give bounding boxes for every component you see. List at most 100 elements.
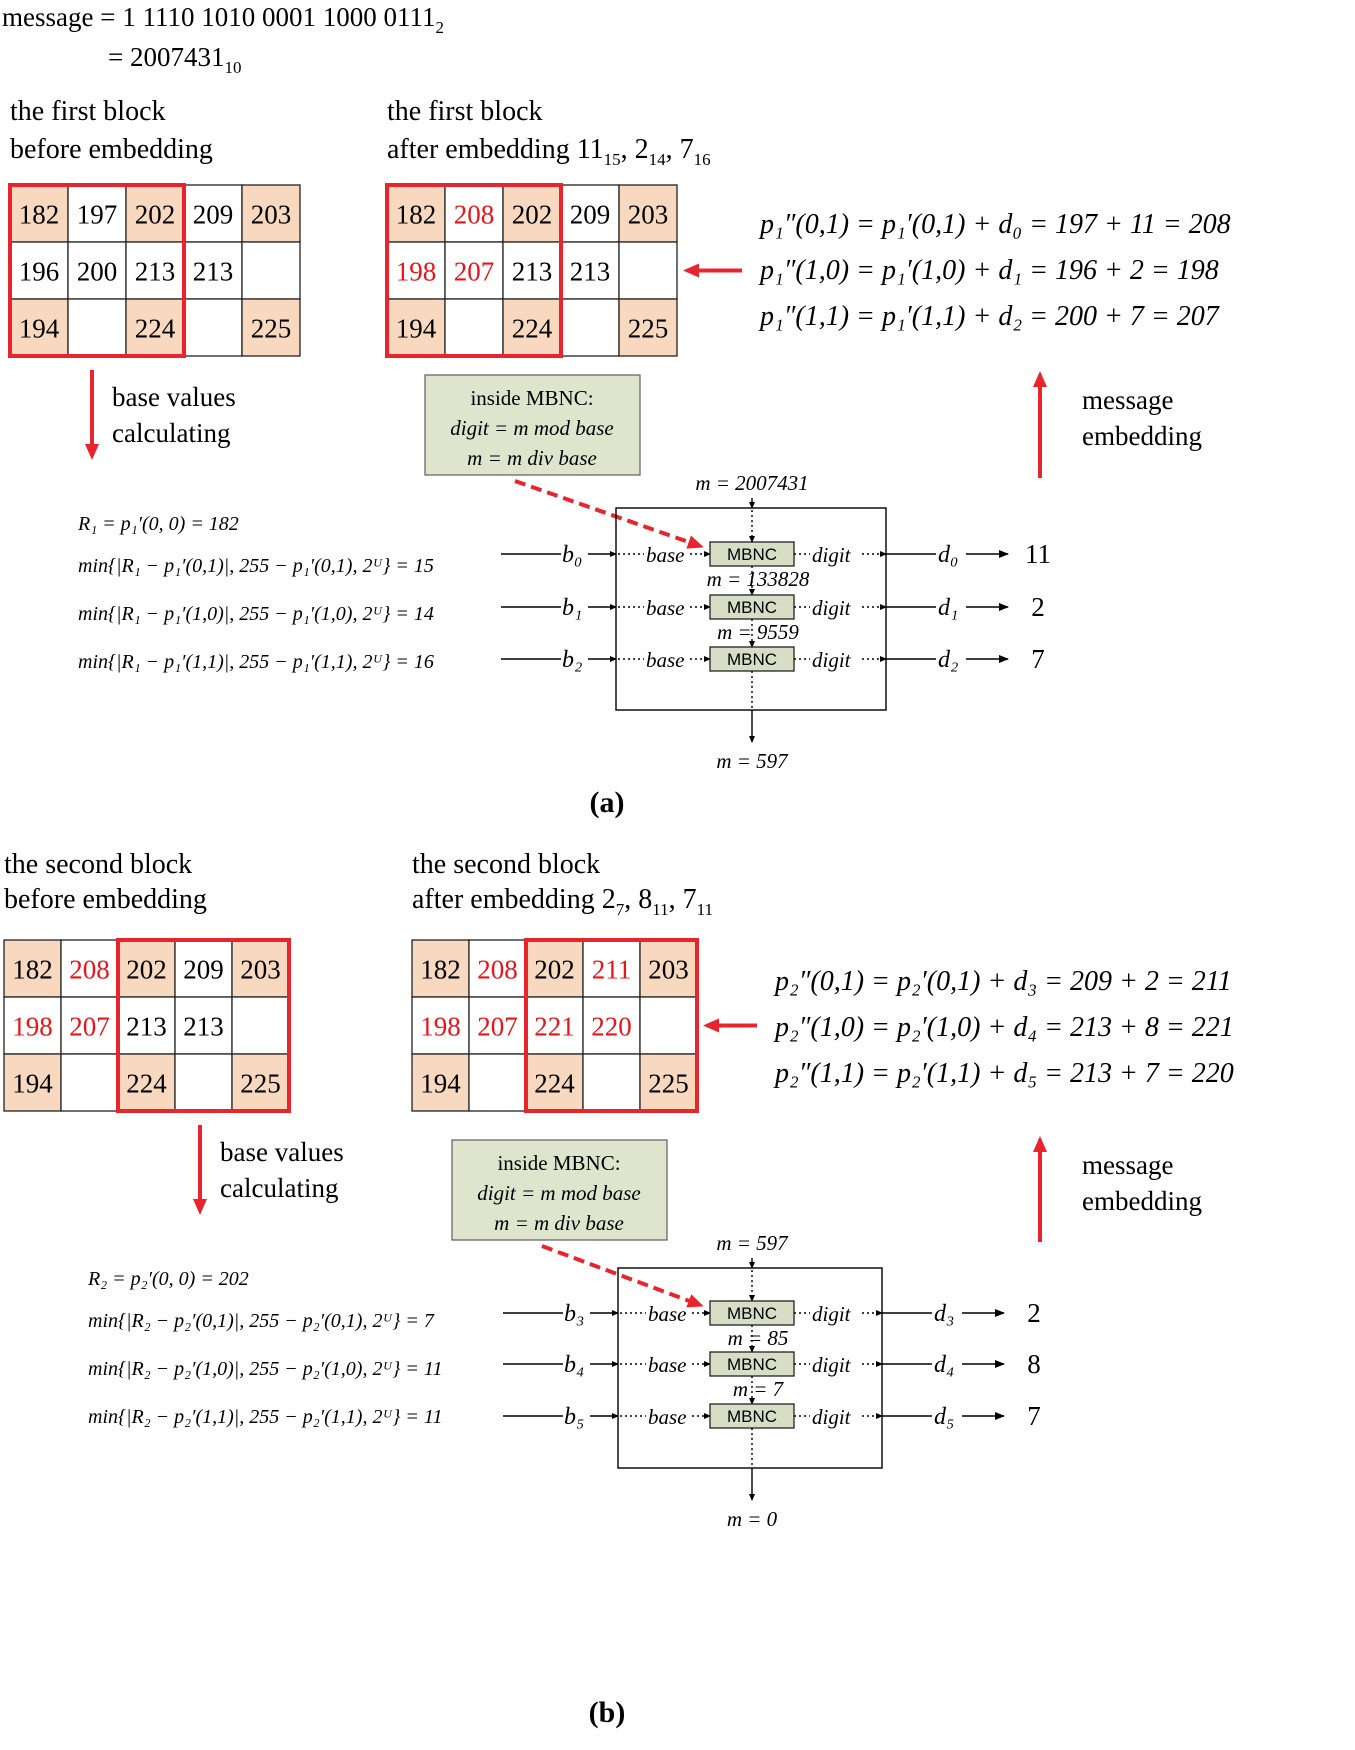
m-intermediate-label: m = 7 <box>733 1377 785 1401</box>
message-label: message <box>2 2 93 32</box>
grid-cell-value: 198 <box>12 1012 53 1042</box>
grid-cell-value: 182 <box>19 200 60 230</box>
grid-cell-value: 194 <box>12 1069 53 1099</box>
grid-cell-value: 202 <box>135 200 176 230</box>
grid-cell-value: 203 <box>648 955 689 985</box>
grid-cell <box>118 940 175 997</box>
caption-paren: ( <box>589 1696 599 1729</box>
base-label: base <box>646 648 685 672</box>
panel-caption: (a) <box>590 786 625 819</box>
caption-letter: b <box>599 1696 616 1729</box>
digit-output-value: 2 <box>1027 1298 1041 1328</box>
grid-cell <box>503 185 561 242</box>
message-embedding-label: message <box>1082 1150 1173 1180</box>
grid-cell-value: 208 <box>477 955 518 985</box>
base-calc-label: base values <box>112 382 236 412</box>
grid-cell <box>469 940 526 997</box>
grid-cell-value: 221 <box>534 1012 575 1042</box>
after-block-title: the first block <box>387 96 543 127</box>
embedded-digit-base: 7 <box>616 900 625 919</box>
embedding-equation: p₁″(0,1) = p₁′(0,1) + d₀ = 197 + 11 = 20… <box>758 209 1231 240</box>
embedded-digit-base: 15 <box>604 150 621 169</box>
base-label: base <box>648 1353 687 1377</box>
grid-cell <box>61 940 118 997</box>
grid-cell <box>242 242 300 299</box>
grid-cell <box>583 997 640 1054</box>
digit-output-value: 7 <box>1031 644 1045 674</box>
embedding-equation: p₁″(1,0) = p₁′(1,0) + d₁ = 196 + 2 = 198 <box>758 255 1219 286</box>
caption-paren: ) <box>615 1696 625 1729</box>
grid-cell <box>412 940 469 997</box>
message-bits: 1 1110 1010 0001 1000 0111 <box>122 2 435 32</box>
grid-cell-value: 202 <box>534 955 575 985</box>
grid-cell <box>184 185 242 242</box>
grid-cell <box>640 940 697 997</box>
grid-cell-value: 194 <box>19 314 60 344</box>
grid-cell <box>445 299 503 356</box>
m-output-label: m = 597 <box>716 749 789 773</box>
inside-mbnc-note <box>451 1139 668 1241</box>
grid-cell <box>619 185 677 242</box>
inside-mbnc-pointer <box>541 1244 704 1308</box>
grid-cell <box>619 242 677 299</box>
digit-label: digit <box>812 543 852 567</box>
embedded-digit: 11 <box>577 134 604 165</box>
grid-cell-value: 213 <box>512 257 553 287</box>
grid-cell <box>583 1054 640 1111</box>
embedded-digit-base: 11 <box>697 900 713 919</box>
after-block-highlight <box>385 183 563 358</box>
grid-cell <box>387 242 445 299</box>
grid-cell <box>118 1054 175 1111</box>
mbnc-label: MBNC <box>727 1304 777 1323</box>
embedded-digit: 2 <box>602 884 616 915</box>
message-bits-base: 2 <box>435 18 444 37</box>
m-input-label: m = 597 <box>716 1231 789 1255</box>
grid-cell <box>184 242 242 299</box>
mbnc-label: MBNC <box>727 598 777 617</box>
grid-cell <box>526 997 583 1054</box>
grid-cell <box>232 940 289 997</box>
grid-cell <box>640 1054 697 1111</box>
after-block-highlight <box>524 938 699 1113</box>
grid-cell <box>503 242 561 299</box>
grid-cell <box>126 299 184 356</box>
inside-mbnc-m-rule: m = m div base <box>494 1211 624 1235</box>
grid-cell-border <box>618 298 678 357</box>
grid-cell-value: 207 <box>69 1012 110 1042</box>
after-block-subtitle: after embedding 27, 811, 711 <box>412 884 713 919</box>
grid-cell-value: 207 <box>477 1012 518 1042</box>
base-value-equation: min{|R₁ − p₁′(1,0)|, 255 − p₁′(1,0), 2ᵁ}… <box>78 603 434 625</box>
grid-cell <box>4 1054 61 1111</box>
digit-separator: , <box>669 884 683 915</box>
base-calc-label: base values <box>220 1137 344 1167</box>
grid-cell <box>561 185 619 242</box>
message-decimal-base: 10 <box>224 58 241 77</box>
grid-cell <box>387 185 445 242</box>
grid-cell-value: 200 <box>77 257 118 287</box>
grid-cell <box>10 299 68 356</box>
m-output-label: m = 0 <box>727 1507 778 1531</box>
grid-cell-value: 224 <box>512 314 553 344</box>
grid-cell <box>118 997 175 1054</box>
mbnc-label: MBNC <box>727 1407 777 1426</box>
message-decimal: 2007431 <box>130 42 225 72</box>
grid-cell <box>526 1054 583 1111</box>
embedded-digit: 2 <box>635 134 649 165</box>
base-label: base <box>646 543 685 567</box>
svg-text:message = 1 1110 1010 0001 100: message = 1 1110 1010 0001 1000 01112 <box>2 2 444 37</box>
after-embedding-label: after embedding <box>387 134 577 165</box>
grid-cell <box>640 997 697 1054</box>
grid-cell-value: 196 <box>19 257 60 287</box>
grid-cell-value: 203 <box>628 200 669 230</box>
grid-cell <box>10 242 68 299</box>
grid-cell-value: 182 <box>420 955 461 985</box>
before-block-subtitle: before embedding <box>10 134 213 165</box>
after-embedding-label: after embedding <box>412 884 602 915</box>
m-input-label: m = 2007431 <box>695 471 808 495</box>
grid-cell-value: 182 <box>396 200 437 230</box>
grid-cell-value: 203 <box>240 955 281 985</box>
grid-cell <box>68 185 126 242</box>
